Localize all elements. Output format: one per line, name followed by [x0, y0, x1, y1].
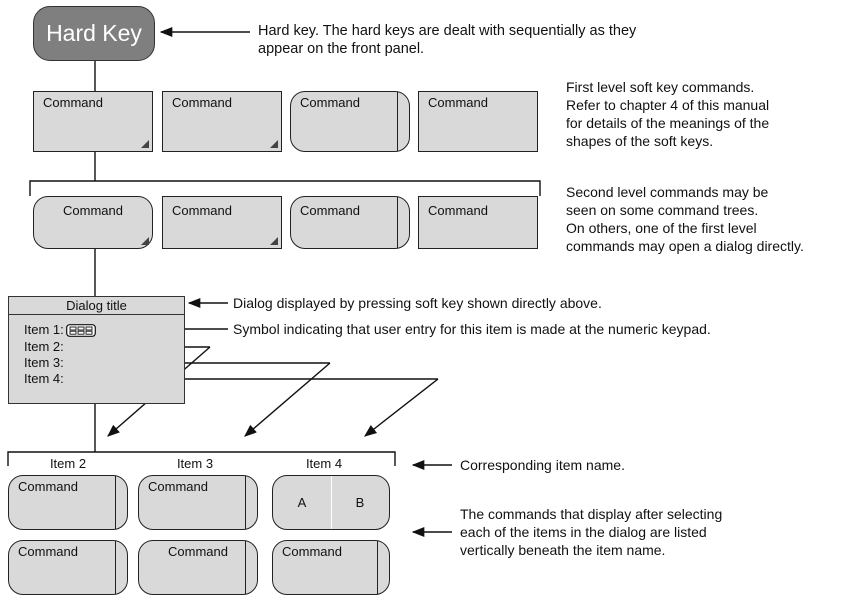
hard-key-button[interactable]: Hard Key — [33, 6, 155, 61]
annotation-line: On others, one of the first level — [566, 220, 757, 236]
key-label: Command — [428, 95, 488, 110]
column-header-item-2: Item 2 — [49, 456, 87, 471]
key-label: Command — [168, 544, 228, 559]
item4-ab-toggle[interactable]: A B — [272, 475, 390, 530]
annotation-first-level: First level soft key commands. Refer to … — [566, 78, 856, 150]
column-header-item-3: Item 3 — [176, 456, 214, 471]
item3-command-1[interactable]: Command — [138, 475, 258, 530]
key-label: Command — [172, 95, 232, 110]
annotation-second-level: Second level commands may be seen on som… — [566, 183, 864, 255]
corner-marker-icon — [141, 140, 149, 148]
annotation-line: shapes of the soft keys. — [566, 133, 714, 149]
key-divider — [397, 92, 398, 151]
key-label: Command — [428, 203, 488, 218]
annotation-line: The commands that display after selectin… — [460, 506, 723, 522]
first-level-key-2[interactable]: Command — [162, 91, 282, 152]
annotation-item-name: Corresponding item name. — [460, 457, 625, 473]
key-label: Command — [43, 95, 103, 110]
annotation-line: seen on some command trees. — [566, 202, 759, 218]
toggle-option-a[interactable]: A — [273, 476, 332, 529]
second-level-bracket — [29, 180, 541, 196]
dialog-title: Dialog title — [9, 297, 184, 315]
annotation-line: Refer to chapter 4 of this manual — [566, 97, 770, 113]
annotation-line: vertically beneath the item name. — [460, 542, 666, 558]
dialog-item-4[interactable]: Item 4: — [24, 371, 64, 386]
second-level-key-3[interactable]: Command — [290, 196, 410, 249]
option-b-label: B — [355, 495, 365, 510]
annotation-line: First level soft key commands. — [566, 79, 755, 95]
corner-marker-icon — [141, 237, 149, 245]
item2-command-2[interactable]: Command — [8, 540, 128, 595]
key-divider — [397, 197, 398, 248]
annotation-line: each of the items in the dialog are list… — [460, 524, 707, 540]
second-level-key-2[interactable]: Command — [162, 196, 282, 249]
key-label: Command — [300, 203, 360, 218]
hard-key-label: Hard Key — [46, 20, 142, 46]
key-label: Command — [282, 544, 342, 559]
key-label: Command — [172, 203, 232, 218]
corner-marker-icon — [270, 140, 278, 148]
second-level-key-1[interactable]: Command — [33, 196, 153, 249]
key-divider — [377, 541, 378, 594]
annotation-line: appear on the front panel. — [258, 41, 425, 57]
annotation-line: Hard key. The hard keys are dealt with s… — [258, 23, 637, 39]
annotation-hard-key: Hard key. The hard keys are dealt with s… — [258, 22, 778, 58]
key-label: Command — [300, 95, 360, 110]
annotation-commands-list: The commands that display after selectin… — [460, 505, 850, 559]
annotation-symbol: Symbol indicating that user entry for th… — [233, 321, 711, 337]
annotation-dialog: Dialog displayed by pressing soft key sh… — [233, 295, 602, 311]
dialog-box: Dialog title Item 1: Item 2: Item 3: Ite… — [8, 296, 185, 404]
item2-command-1[interactable]: Command — [8, 475, 128, 530]
dialog-item-label: Item 1: — [24, 322, 64, 337]
toggle-option-b[interactable]: B — [331, 476, 389, 529]
annotation-line: Second level commands may be — [566, 184, 769, 200]
key-label: Command — [148, 479, 208, 494]
column-header-item-4: Item 4 — [305, 456, 343, 471]
key-divider — [245, 476, 246, 529]
item3-arrow — [244, 362, 331, 437]
item4-command-2[interactable]: Command — [272, 540, 390, 595]
key-divider — [245, 541, 246, 594]
first-level-key-1[interactable]: Command — [33, 91, 153, 152]
dialog-item-1[interactable]: Item 1: — [24, 322, 96, 337]
key-label: Command — [18, 479, 78, 494]
item4-arrow — [364, 378, 439, 437]
first-level-key-3[interactable]: Command — [290, 91, 410, 152]
key-divider — [115, 476, 116, 529]
dialog-item-2[interactable]: Item 2: — [24, 339, 64, 354]
item-name-bracket — [7, 451, 396, 466]
key-label: Command — [18, 544, 78, 559]
key-label: Command — [63, 203, 123, 218]
option-a-label: A — [297, 495, 307, 510]
first-level-key-4[interactable]: Command — [418, 91, 538, 152]
annotation-line: commands may open a dialog directly. — [566, 238, 804, 254]
item3-command-2[interactable]: Command — [138, 540, 258, 595]
key-divider — [115, 541, 116, 594]
second-level-key-4[interactable]: Command — [418, 196, 538, 249]
annotation-line: for details of the meanings of the — [566, 115, 770, 131]
dialog-item-3[interactable]: Item 3: — [24, 355, 64, 370]
numeric-keypad-icon — [65, 324, 96, 337]
corner-marker-icon — [270, 237, 278, 245]
